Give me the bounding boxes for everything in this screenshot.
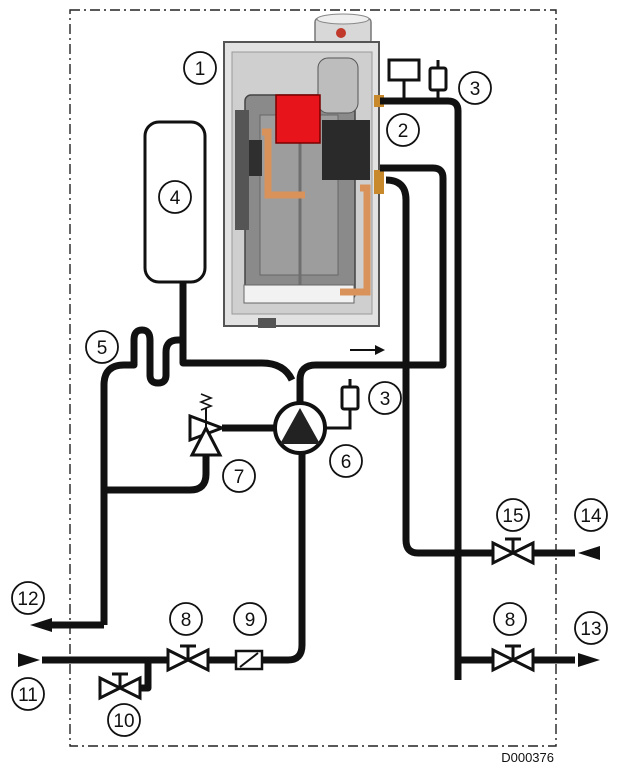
svg-text:3: 3: [470, 79, 481, 100]
svg-text:10: 10: [113, 711, 134, 732]
svg-text:12: 12: [17, 589, 38, 610]
svg-text:11: 11: [18, 685, 38, 706]
callout-2: 2: [386, 113, 420, 147]
pipes: [42, 97, 575, 692]
svg-text:2: 2: [398, 121, 409, 142]
callout-6: 6: [329, 444, 363, 478]
svg-text:6: 6: [341, 452, 352, 473]
callout-11: 11: [11, 677, 45, 711]
svg-text:5: 5: [97, 338, 108, 359]
drawing-reference: D000376: [501, 750, 554, 765]
callout-3-top: 3: [458, 71, 492, 105]
isolation-valve-return: [491, 537, 535, 566]
callout-15: 15: [496, 498, 530, 532]
flow-direction-arrow: [350, 345, 385, 355]
callout-12: 12: [11, 581, 45, 615]
svg-text:7: 7: [234, 467, 245, 488]
callout-1: 1: [183, 51, 217, 85]
svg-text:14: 14: [580, 506, 602, 527]
callout-7: 7: [222, 459, 256, 493]
arrow-inlet-14: [578, 546, 600, 560]
callout-8-inlet: 8: [169, 602, 203, 636]
air-vent-top: [387, 58, 448, 101]
air-vent-pump: [326, 379, 360, 430]
svg-text:4: 4: [170, 188, 181, 209]
svg-text:8: 8: [181, 610, 192, 631]
isolation-valve-inlet: [166, 644, 210, 673]
callout-3-pump: 3: [368, 381, 402, 415]
installation-boundary: [69, 9, 557, 747]
callout-4: 4: [158, 180, 192, 214]
callout-5: 5: [85, 330, 119, 364]
callout-14: 14: [574, 498, 608, 532]
drain-valve: [98, 672, 142, 701]
callout-10: 10: [107, 703, 141, 737]
callouts: 1 2 3 4 5 3 6 7 15 14 12 8 9 8 13 11 10: [11, 51, 608, 737]
svg-text:3: 3: [380, 389, 391, 410]
filter: [234, 649, 264, 671]
isolation-valve-flow: [491, 644, 535, 673]
burner: [275, 94, 321, 144]
callout-13: 13: [574, 611, 608, 645]
svg-text:13: 13: [580, 619, 601, 640]
arrow-inlet-11: [18, 653, 40, 667]
svg-text:8: 8: [505, 610, 516, 631]
svg-text:15: 15: [502, 506, 523, 527]
callout-9: 9: [233, 602, 267, 636]
arrow-outlet-13: [578, 653, 600, 667]
arrow-outlet-12: [30, 618, 52, 632]
svg-text:9: 9: [245, 610, 256, 631]
circulator-pump: [273, 401, 327, 455]
svg-text:1: 1: [195, 59, 206, 80]
boiler: [223, 13, 384, 328]
safety-relief-valve: [188, 393, 227, 457]
callout-8-flow: 8: [493, 602, 527, 636]
